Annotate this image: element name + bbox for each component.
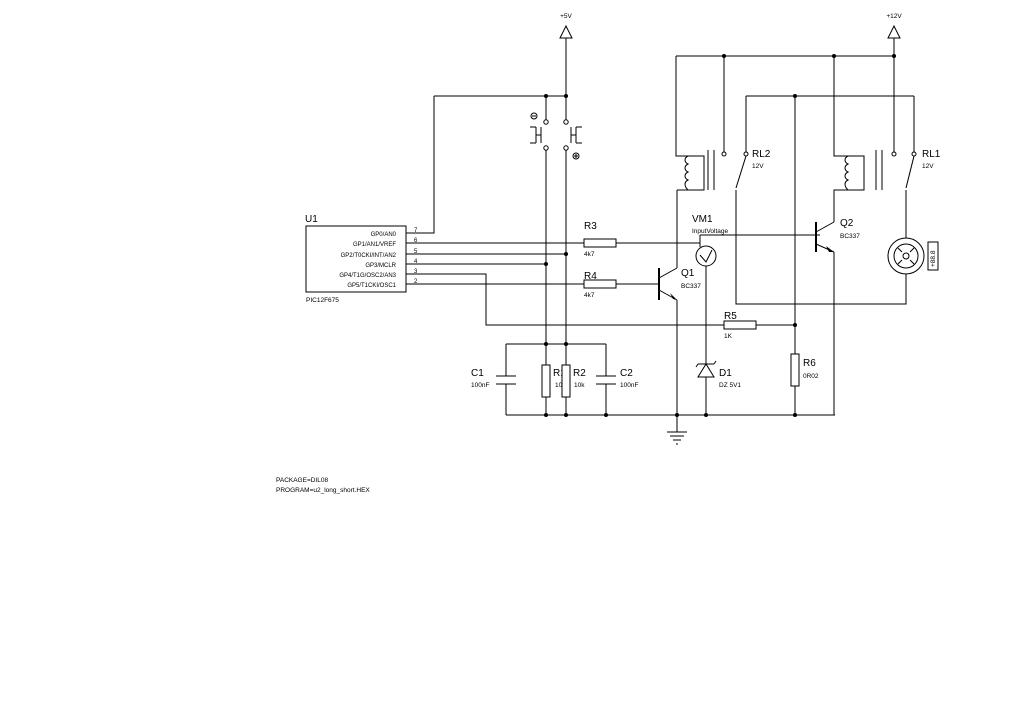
svg-text:BC337: BC337 [681, 283, 701, 290]
svg-text:C1: C1 [471, 368, 484, 379]
svg-text:GP5/T1CKI/OSC1: GP5/T1CKI/OSC1 [347, 283, 396, 289]
dc-motor: +88.8 [887, 237, 939, 275]
svg-text:RL2: RL2 [752, 149, 771, 160]
svg-text:4: 4 [414, 259, 418, 265]
svg-text:DZ 5V1: DZ 5V1 [719, 382, 741, 389]
svg-text:R6: R6 [803, 358, 816, 369]
resistor-r5: R5 1K [723, 311, 757, 340]
svg-text:VM1: VM1 [692, 214, 713, 225]
wires [420, 38, 915, 432]
resistor-r2: R2 10k [561, 364, 586, 398]
resistor-r6: R6 0R02 [790, 353, 819, 387]
svg-text:10k: 10k [574, 382, 585, 389]
capacitor-c2: C2 100nF [596, 368, 638, 389]
voltmeter-vm1: VM1 InputVoltage [692, 214, 729, 267]
svg-text:+12V: +12V [886, 13, 902, 20]
svg-text:R3: R3 [584, 221, 597, 232]
svg-text:BC337: BC337 [840, 233, 860, 240]
svg-text:Q1: Q1 [681, 268, 695, 279]
vcc5-symbol: +5V [559, 13, 573, 39]
svg-text:12V: 12V [752, 163, 764, 170]
zener-diode-d1: D1 DZ 5V1 [695, 360, 741, 389]
ground-symbol [667, 431, 687, 445]
pushbutton-right [563, 119, 582, 160]
svg-text:InputVoltage: InputVoltage [692, 228, 729, 235]
svg-text:1K: 1K [724, 333, 733, 340]
vcc12-symbol: +12V [886, 13, 902, 39]
capacitor-c1: C1 100nF [471, 368, 516, 389]
svg-text:10k: 10k [555, 382, 566, 389]
svg-text:4k7: 4k7 [584, 292, 595, 299]
svg-text:7: 7 [414, 228, 418, 234]
svg-text:GP3/MCLR: GP3/MCLR [365, 263, 396, 269]
svg-text:GP1/AN1/VREF: GP1/AN1/VREF [353, 242, 396, 248]
motor-readout: +88.8 [930, 250, 937, 267]
svg-text:100nF: 100nF [620, 382, 638, 389]
resistor-r4: R4 4k7 [583, 271, 617, 299]
relay-rl2: RL2 12V [684, 149, 771, 191]
svg-text:R4: R4 [584, 271, 597, 282]
junction-dots [544, 54, 896, 417]
svg-text:GP2/T0CKI/INT/AN2: GP2/T0CKI/INT/AN2 [341, 253, 397, 259]
pushbutton-left [530, 112, 549, 151]
u1-microcontroller: U1 PIC12F675 GP0/AN0 GP1/AN1/VREF GP2/T0… [305, 214, 420, 304]
package-note: PACKAGE=DIL08 [276, 477, 329, 484]
design-notes: PACKAGE=DIL08 PROGRAM=u2_long_short.HEX [276, 476, 370, 496]
transistor-q1: Q1 BC337 [652, 267, 701, 301]
svg-text:+5V: +5V [560, 13, 572, 20]
svg-text:RL1: RL1 [922, 149, 941, 160]
svg-text:5: 5 [414, 249, 418, 255]
svg-text:0R02: 0R02 [803, 373, 819, 380]
svg-text:R5: R5 [724, 311, 737, 322]
svg-text:4k7: 4k7 [584, 251, 595, 258]
svg-text:R2: R2 [573, 368, 586, 379]
svg-text:3: 3 [414, 269, 418, 275]
u1-part: PIC12F675 [306, 297, 339, 304]
svg-text:6: 6 [414, 238, 418, 244]
svg-text:12V: 12V [922, 163, 934, 170]
relay-rl1: RL1 12V [844, 149, 941, 191]
resistor-r3: R3 4k7 [583, 221, 617, 258]
svg-text:100nF: 100nF [471, 382, 489, 389]
svg-text:C2: C2 [620, 368, 633, 379]
resistor-r1: R1 10k [541, 364, 566, 398]
u1-ref: U1 [305, 214, 318, 225]
svg-text:GP0/AN0: GP0/AN0 [371, 232, 397, 238]
svg-text:GP4/T1G/OSC2/AN3: GP4/T1G/OSC2/AN3 [339, 273, 396, 279]
program-note: PROGRAM=u2_long_short.HEX [276, 487, 370, 494]
svg-text:D1: D1 [719, 368, 732, 379]
transistor-q2: Q2 BC337 [815, 218, 860, 253]
svg-text:2: 2 [414, 279, 418, 285]
svg-text:Q2: Q2 [840, 218, 854, 229]
svg-text:R1: R1 [553, 368, 566, 379]
